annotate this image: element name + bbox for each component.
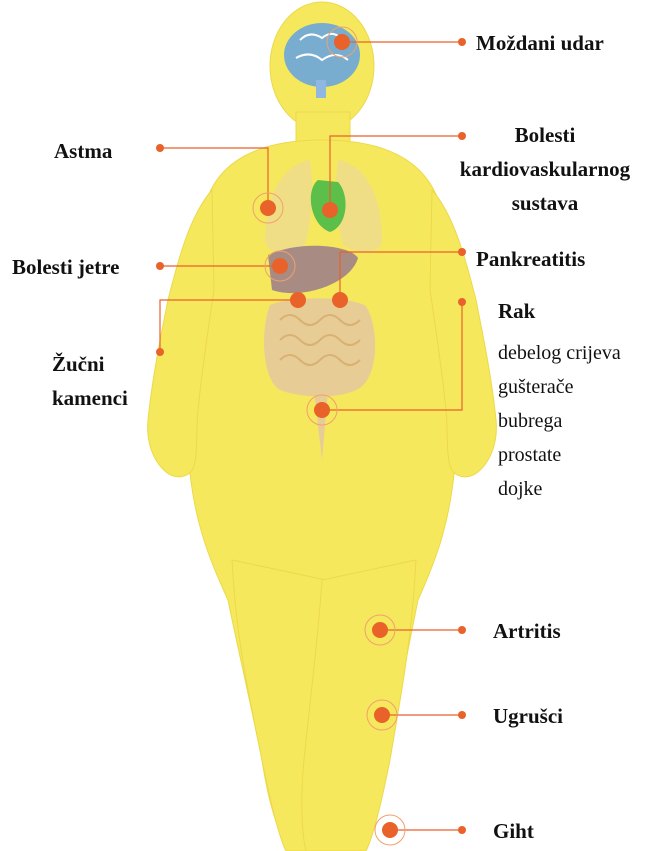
pancreatitis-marker <box>332 292 348 308</box>
cardio-label: Bolesti kardiovaskularnog sustava <box>440 118 650 220</box>
gallstones-label-line-1: Žučni <box>52 347 128 381</box>
gallstones-label-line-2: kamenci <box>52 381 128 415</box>
arthritis-end-dot <box>458 626 466 634</box>
cancer-end-dot <box>458 298 466 306</box>
cancer-type-item: debelog crijeva <box>498 336 621 370</box>
arthritis-label: Artritis <box>493 618 561 644</box>
gallstones-label: Žučni kamenci <box>52 347 128 415</box>
gout-end-dot <box>458 826 466 834</box>
cancer-type-item: gušterače <box>498 370 621 404</box>
stroke-label: Moždani udar <box>476 30 604 56</box>
cardio-label-line-2: kardiovaskularnog <box>440 152 650 186</box>
stroke-end-dot <box>458 38 466 46</box>
gallstones-end-dot <box>156 348 164 356</box>
cancer-type-item: bubrega <box>498 404 621 438</box>
clots-end-dot <box>458 711 466 719</box>
cancer-title: Rak <box>498 298 535 324</box>
cardio-marker <box>322 202 338 218</box>
clots-label: Ugrušci <box>493 703 563 729</box>
liver-end-dot <box>156 262 164 270</box>
asthma-label: Astma <box>54 138 112 164</box>
pancreatitis-end-dot <box>458 248 466 256</box>
cancer-types-list: debelog crijeva gušterače bubrega prosta… <box>498 336 621 506</box>
brain-stem <box>316 80 326 98</box>
gallstones-marker <box>290 292 306 308</box>
asthma-end-dot <box>156 144 164 152</box>
liver-label: Bolesti jetre <box>12 254 119 280</box>
cardio-label-line-1: Bolesti <box>440 118 650 152</box>
cardio-label-line-3: sustava <box>440 186 650 220</box>
pancreatitis-label: Pankreatitis <box>476 246 585 272</box>
cancer-type-item: dojke <box>498 472 621 506</box>
intestine-shape <box>264 298 375 396</box>
gout-label: Giht <box>493 818 534 844</box>
cancer-type-item: prostate <box>498 438 621 472</box>
